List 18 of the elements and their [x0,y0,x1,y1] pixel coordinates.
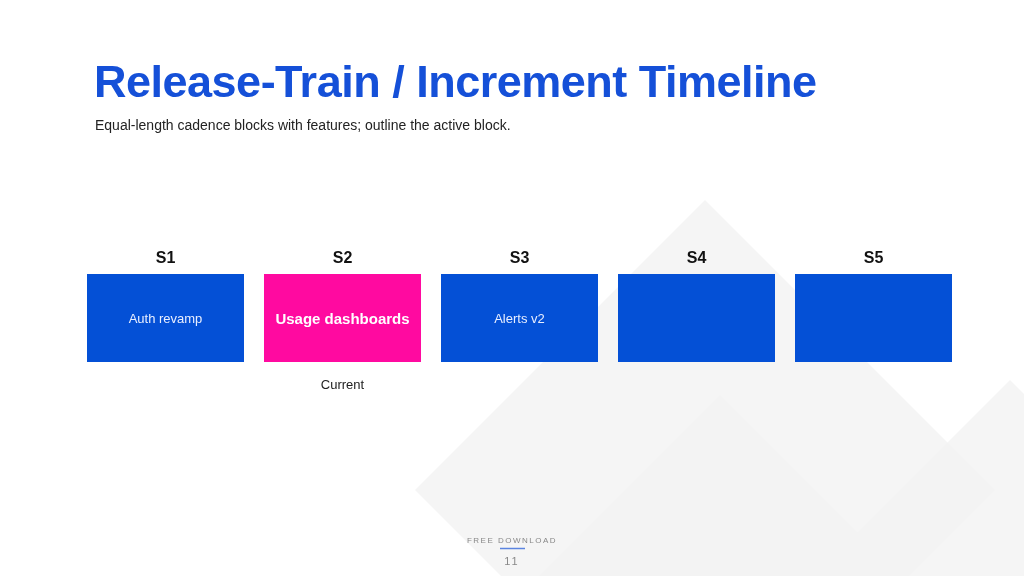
status-caption: Current [319,377,366,392]
block-heading: S4 [685,249,708,267]
footer-text: FREE DOWNLOAD [465,536,559,545]
subtitle: Equal-length cadence blocks with features; outline the active block. [95,117,511,133]
block-heading: S2 [331,249,354,267]
cadence-block [441,274,598,362]
slide-title: Release-Train / Increment Timeline [94,56,817,108]
feature-label: Alerts v2 [494,310,545,326]
block-heading: S3 [508,249,531,267]
feature-label: Auth revamp [128,310,203,326]
cadence-block [795,274,952,362]
cadence-block [618,274,775,362]
cadence-block [87,274,244,362]
active-block [264,274,421,362]
page-number: 11 [503,555,521,567]
block-heading: S1 [154,249,177,267]
block-heading: S5 [862,249,885,267]
feature-label: Usage dashboards [275,309,410,327]
